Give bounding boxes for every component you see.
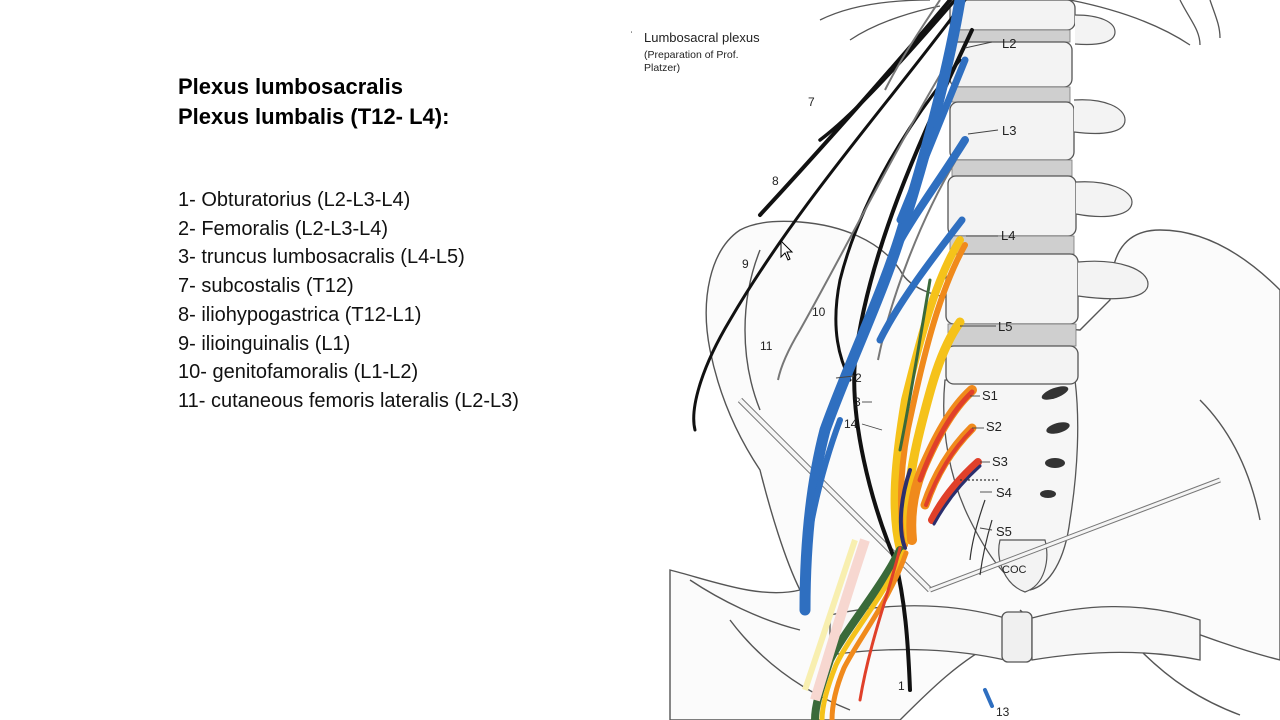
- caption-title: Lumbosacral plexus: [644, 30, 760, 45]
- vertebra-labels: L2 L3 L4 L5 S1 S2 S3 S4 S5 COC: [982, 36, 1027, 576]
- rib-outlines: [819, 0, 1221, 46]
- leader-lines: [835, 41, 999, 531]
- nerve-number-label: 14: [844, 417, 858, 431]
- nerve-list: 1- Obturatorius (L2-L3-L4) 2- Femoralis …: [178, 186, 519, 416]
- nerve-number-labels: 7 8 9 10 11 2 3 14 1 13: [742, 95, 1010, 719]
- nerve-number-label: 9: [742, 257, 749, 271]
- vertebral-column: [945, 0, 1149, 385]
- vertebra-label: S5: [996, 524, 1012, 539]
- list-item: 7- subcostalis (T12): [178, 275, 354, 298]
- vertebra-label: S3: [992, 454, 1008, 469]
- caption-mark: ʾ: [630, 30, 633, 40]
- vertebra-label: L3: [1002, 123, 1016, 138]
- caption-subtitle-2: Platzer): [644, 62, 680, 74]
- black-nerves: [692, 0, 974, 692]
- list-item: 1- Obturatorius (L2-L3-L4): [178, 189, 411, 211]
- vertebra-label: S1: [982, 388, 998, 403]
- slide-title-line2: Plexus lumbalis (T12- L4):: [178, 104, 450, 129]
- nerve-number-label: 1: [898, 679, 905, 693]
- slide-title-block: Plexus lumbosacralis Plexus lumbalis (T1…: [178, 72, 449, 132]
- list-item: 11- cutaneous femoris lateralis (L2-L3): [178, 389, 519, 412]
- coccyx: [998, 539, 1048, 593]
- femoral-nerve-blue: [799, 0, 994, 708]
- nerve-number-label: 8: [772, 174, 779, 188]
- nerve-number-label: 13: [996, 705, 1010, 719]
- vertebra-label: S2: [986, 419, 1002, 434]
- nerve-number-label: 7: [808, 95, 815, 109]
- nerve-number-label: 3: [854, 395, 861, 409]
- lumbosacral-plexus-illustration: ʾ Lumbosacral plexus (Preparation of Pro…: [630, 0, 1280, 720]
- nerve-number-label: 2: [855, 371, 862, 385]
- mouse-cursor-icon: [780, 240, 794, 261]
- slide-title-line1: Plexus lumbosacralis: [178, 74, 403, 99]
- vertebra-label: COC: [1002, 564, 1027, 576]
- femoral-vessels: [802, 538, 870, 702]
- vertebra-label: S4: [996, 485, 1012, 500]
- vertebra-label: L5: [998, 319, 1012, 334]
- list-item: 8- iliohypogastrica (T12-L1): [178, 303, 422, 326]
- nerve-number-label: 11: [760, 339, 773, 353]
- vertebra-label: L4: [1001, 228, 1015, 243]
- list-item: 10- genitofamoralis (L1-L2): [178, 361, 419, 384]
- list-item: 3- truncus lumbosacralis (L4-L5): [178, 246, 465, 269]
- sacral-plexus-bundle: [811, 236, 982, 720]
- figure-caption: ʾ Lumbosacral plexus (Preparation of Pro…: [630, 30, 760, 74]
- coccygeal-nerves: [960, 479, 1000, 576]
- caption-subtitle-1: (Preparation of Prof.: [644, 49, 739, 61]
- list-item: 9- ilioinguinalis (L1): [178, 332, 351, 355]
- vertebra-label: L2: [1002, 36, 1016, 51]
- list-item: 2- Femoralis (L2-L3-L4): [178, 217, 389, 240]
- nerve-number-label: 10: [812, 305, 826, 319]
